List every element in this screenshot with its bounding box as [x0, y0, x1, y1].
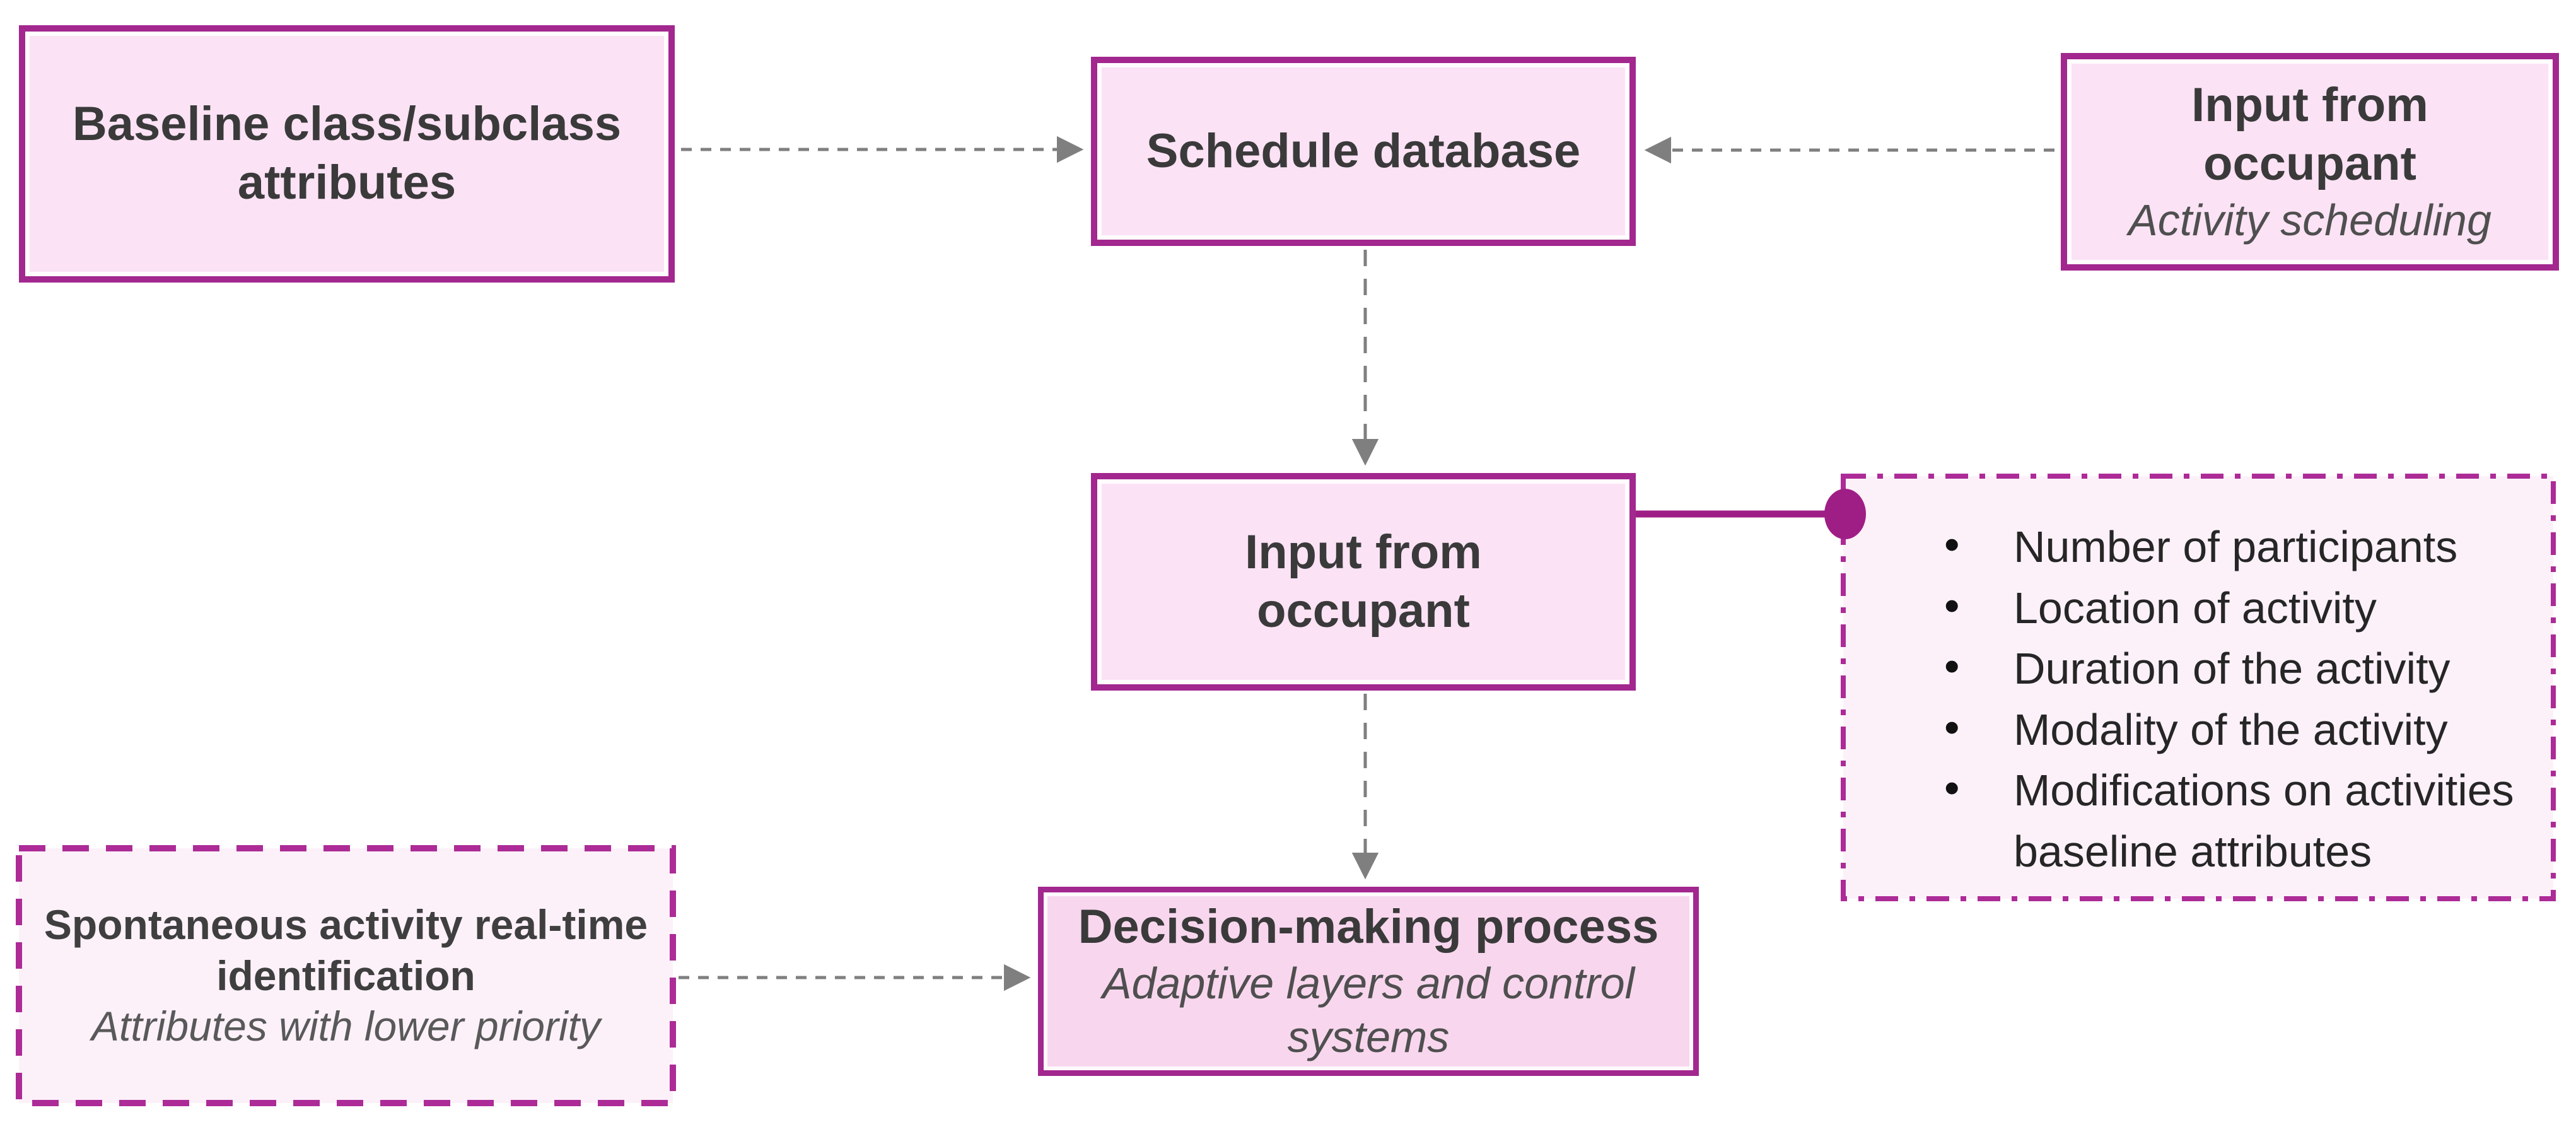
spontaneous-activity-box: Spontaneous activity real-time identific… [19, 848, 673, 1103]
activity-attributes-list: Number of participants Location of activ… [1932, 514, 2534, 882]
spontaneous-activity-subtitle: Attributes with lower priority [91, 1003, 600, 1050]
activity-attributes-list-box: Number of participants Location of activ… [1843, 476, 2553, 899]
schedule-database-title: Schedule database [1146, 124, 1581, 178]
list-item: Location of activity [1932, 575, 2534, 639]
decision-making-box: Decision-making process Adaptive layers … [1038, 887, 1699, 1076]
baseline-attributes-box: Baseline class/subclass attributes [19, 25, 675, 283]
input-from-occupant-scheduling-box: Input from occupant Activity scheduling [2061, 53, 2559, 271]
activity-scheduling-subtitle: Activity scheduling [2128, 195, 2491, 245]
decision-making-subtitle: Adaptive layers and control systems [1102, 958, 1635, 1062]
baseline-attributes-title: Baseline class/subclass attributes [72, 97, 622, 209]
spontaneous-activity-title: Spontaneous activity real-time identific… [44, 901, 648, 999]
input-from-occupant-box: Input from occupant [1091, 473, 1636, 691]
decision-making-title: Decision-making process [1078, 900, 1659, 954]
list-item: Modifications on activities baseline att… [1932, 757, 2534, 882]
input-from-occupant-title: Input from occupant [1245, 525, 1482, 638]
list-item: Number of participants [1932, 514, 2534, 578]
schedule-database-box: Schedule database [1091, 57, 1636, 246]
list-item: Duration of the activity [1932, 636, 2534, 699]
input-from-occupant-scheduling-title: Input from occupant [2191, 78, 2428, 190]
list-item: Modality of the activity [1932, 697, 2534, 761]
